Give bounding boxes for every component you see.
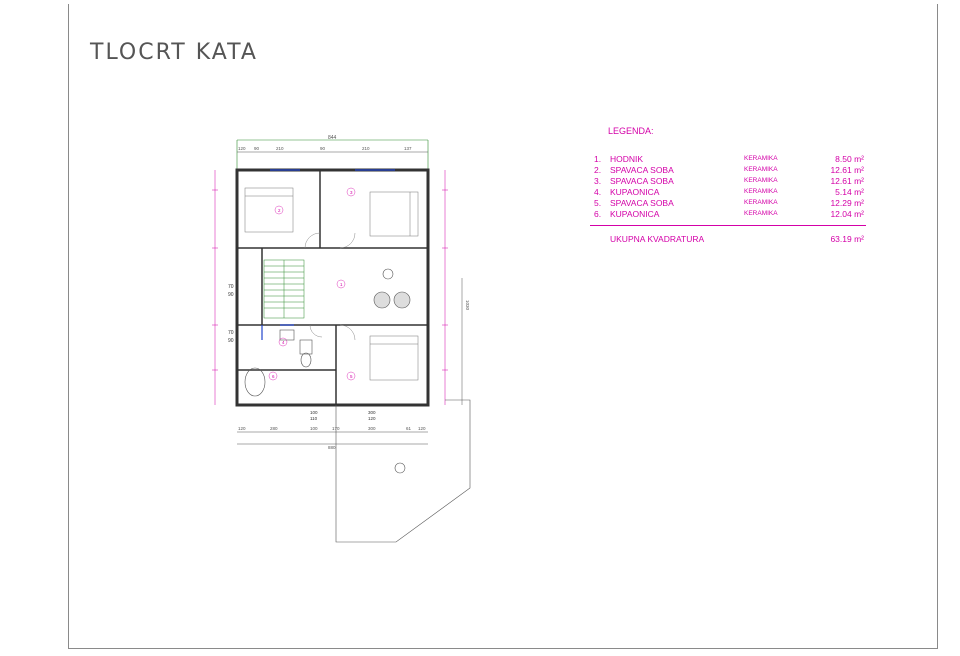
door-dim-3: 300 — [368, 410, 376, 415]
bathroom-fixtures — [244, 329, 313, 397]
door-dim-2: 110 — [310, 416, 318, 421]
legend-row: 2. SPAVACA SOBA KERAMIKA 12.61 m² — [594, 165, 870, 176]
legend-row-material: KERAMIKA — [744, 166, 778, 173]
legend-row-material: KERAMIKA — [744, 177, 778, 184]
windows — [261, 169, 395, 340]
furniture-chairs — [373, 268, 411, 309]
legend-row-area: 12.61 m² — [830, 176, 864, 186]
legend-row-area: 12.04 m² — [830, 209, 864, 219]
stairs — [263, 259, 305, 319]
legend-row-number: 4. — [594, 187, 602, 197]
interior-walls — [237, 170, 428, 405]
bottom-total-dim: 880 — [328, 445, 336, 450]
door-dim-1: 100 — [310, 410, 318, 415]
top-dim-6: 137 — [404, 146, 412, 151]
room-number-2: 2 — [278, 208, 281, 213]
room-number-5: 5 — [350, 374, 353, 379]
room-circles — [268, 187, 356, 381]
legend-total-area: 63.19 m² — [830, 234, 864, 244]
legend-row-number: 6. — [594, 209, 602, 219]
room-number-3: 3 — [350, 190, 353, 195]
legend-row-number: 3. — [594, 176, 602, 186]
legend-heading: LEGENDA: — [608, 126, 654, 136]
legend-row: 5. SPAVACA SOBA KERAMIKA 12.29 m² — [594, 198, 870, 209]
bottom-dim-2: 280 — [270, 426, 278, 431]
legend-row-material: KERAMIKA — [744, 210, 778, 217]
bottom-dimension-chain — [237, 431, 428, 445]
room-number-1: 1 — [340, 282, 343, 287]
legend-row-material: KERAMIKA — [744, 199, 778, 206]
left-dim-b2: 90 — [228, 338, 234, 344]
legend-row-area: 12.29 m² — [830, 198, 864, 208]
legend-row-area: 12.61 m² — [830, 165, 864, 175]
top-dimension-chain — [236, 139, 429, 170]
legend-row-name: HODNIK — [610, 154, 644, 164]
top-dim-4: 90 — [320, 146, 326, 151]
legend-row-name: KUPAONICA — [610, 209, 660, 219]
legend-row-material: KERAMIKA — [744, 188, 778, 195]
left-dim-a1: 70 — [228, 284, 234, 290]
legend-row-area: 5.14 m² — [835, 187, 864, 197]
legend-row: 6. KUPAONICA KERAMIKA 12.04 m² — [594, 209, 870, 220]
top-dim-3: 210 — [276, 146, 284, 151]
bottom-dim-7: 120 — [418, 426, 426, 431]
door-swings — [304, 232, 356, 341]
outer-wall — [235, 168, 430, 407]
left-dim-b1: 70 — [228, 330, 234, 336]
legend-row-name: SPAVACA SOBA — [610, 165, 674, 175]
magenta-dimension-lines — [212, 170, 448, 405]
legend-row-material: KERAMIKA — [744, 155, 778, 162]
beds — [244, 187, 419, 381]
legend-row-name: SPAVACA SOBA — [610, 198, 674, 208]
floor-plan: 844 120 90 210 90 210 137 — [212, 135, 471, 543]
legend-row-number: 2. — [594, 165, 602, 175]
legend-row: 1. HODNIK KERAMIKA 8.50 m² — [594, 154, 870, 165]
legend-row-name: KUPAONICA — [610, 187, 660, 197]
side-total-dim: 1030 — [465, 300, 470, 311]
top-total-dim: 844 — [328, 135, 337, 141]
left-dim-a2: 90 — [228, 292, 234, 298]
top-dim-5: 210 — [362, 146, 370, 151]
legend-row-number: 1. — [594, 154, 602, 164]
legend-divider — [590, 225, 866, 226]
bottom-dim-1: 120 — [238, 426, 246, 431]
room-number-6: 6 — [272, 374, 275, 379]
bottom-dim-6: 61 — [406, 426, 412, 431]
top-dim-1: 120 — [238, 146, 246, 151]
door-dim-4: 120 — [368, 416, 376, 421]
legend-total-label: UKUPNA KVADRATURA — [610, 234, 705, 244]
legend-row: 3. SPAVACA SOBA KERAMIKA 12.61 m² — [594, 176, 870, 187]
room-number-4: 4 — [282, 340, 285, 345]
bottom-dim-3: 100 — [310, 426, 318, 431]
bottom-dim-5: 300 — [368, 426, 376, 431]
legend-row-number: 5. — [594, 198, 602, 208]
page-title: TLOCRT KATA — [90, 40, 258, 65]
legend-row-name: SPAVACA SOBA — [610, 176, 674, 186]
legend-row-area: 8.50 m² — [835, 154, 864, 164]
legend-row: 4. KUPAONICA KERAMIKA 5.14 m² — [594, 187, 870, 198]
drawing-sheet-border — [68, 4, 938, 649]
terrace-outline — [335, 399, 471, 543]
top-dim-2: 90 — [254, 146, 260, 151]
